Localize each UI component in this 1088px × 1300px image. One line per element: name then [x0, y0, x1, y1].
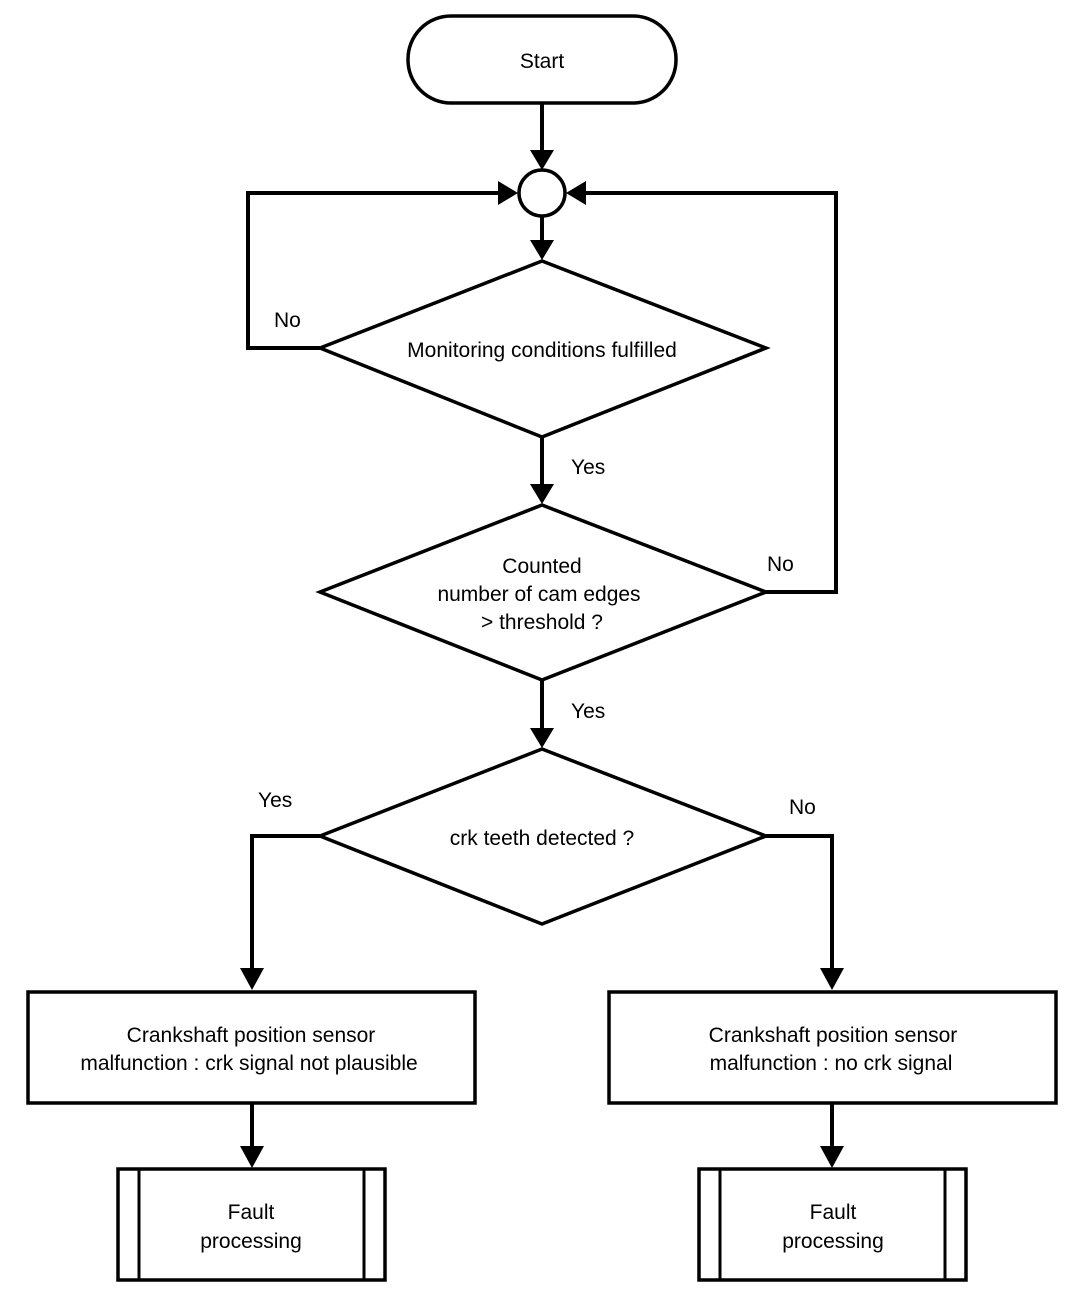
edge-label-crk-no: No: [789, 796, 816, 819]
arrowhead: [498, 181, 518, 205]
process-left-line2: malfunction : crk signal not plausible: [80, 1052, 417, 1075]
arrowhead: [530, 484, 554, 504]
decision-crk-teeth-label: crk teeth detected ?: [450, 827, 634, 850]
arrowhead: [240, 968, 264, 990]
process-crk-not-plausible: [26, 990, 477, 1105]
edge-crk-no: [766, 834, 834, 970]
process-left-line1: Crankshaft position sensor: [127, 1024, 376, 1047]
edge-label-cam-edges-no: No: [767, 553, 794, 576]
process-right-line2: malfunction : no crk signal: [710, 1052, 953, 1075]
fault-left-line2: processing: [200, 1230, 302, 1253]
edge-crk-yes: [250, 834, 320, 970]
fault-right-line2: processing: [782, 1230, 884, 1253]
arrowhead: [240, 1146, 264, 1168]
edge-cam-edges-no-loop: [584, 191, 838, 594]
process-right-line1: Crankshaft position sensor: [709, 1024, 958, 1047]
predefined-process-fault-left: [116, 1167, 387, 1282]
arrowhead: [530, 150, 554, 170]
predefined-process-fault-right: [697, 1167, 968, 1282]
arrowhead: [820, 1146, 844, 1168]
decision-cam-edges-line3: > threshold ?: [481, 611, 603, 634]
edge-monitoring-no-loop: [246, 191, 500, 350]
decision-crk-teeth: [315, 747, 771, 926]
arrowhead: [820, 968, 844, 990]
fault-left-line1: Fault: [228, 1201, 275, 1224]
decision-monitoring-label: Monitoring conditions fulfilled: [407, 339, 677, 362]
arrowhead: [530, 240, 554, 260]
arrowhead: [530, 728, 554, 748]
start-label: Start: [520, 50, 565, 73]
junction-connector: [517, 168, 567, 218]
fault-right-line1: Fault: [810, 1201, 857, 1224]
decision-cam-edges-line1: Counted: [502, 555, 581, 578]
decision-cam-edges-line2: number of cam edges: [437, 583, 640, 606]
arrowhead: [566, 181, 586, 205]
edge-label-crk-yes: Yes: [258, 789, 292, 812]
process-no-crk-signal: [607, 990, 1058, 1105]
edge-label-monitoring-yes: Yes: [571, 456, 605, 479]
edge-label-cam-edges-yes: Yes: [571, 700, 605, 723]
edge-label-monitoring-no: No: [274, 309, 301, 332]
